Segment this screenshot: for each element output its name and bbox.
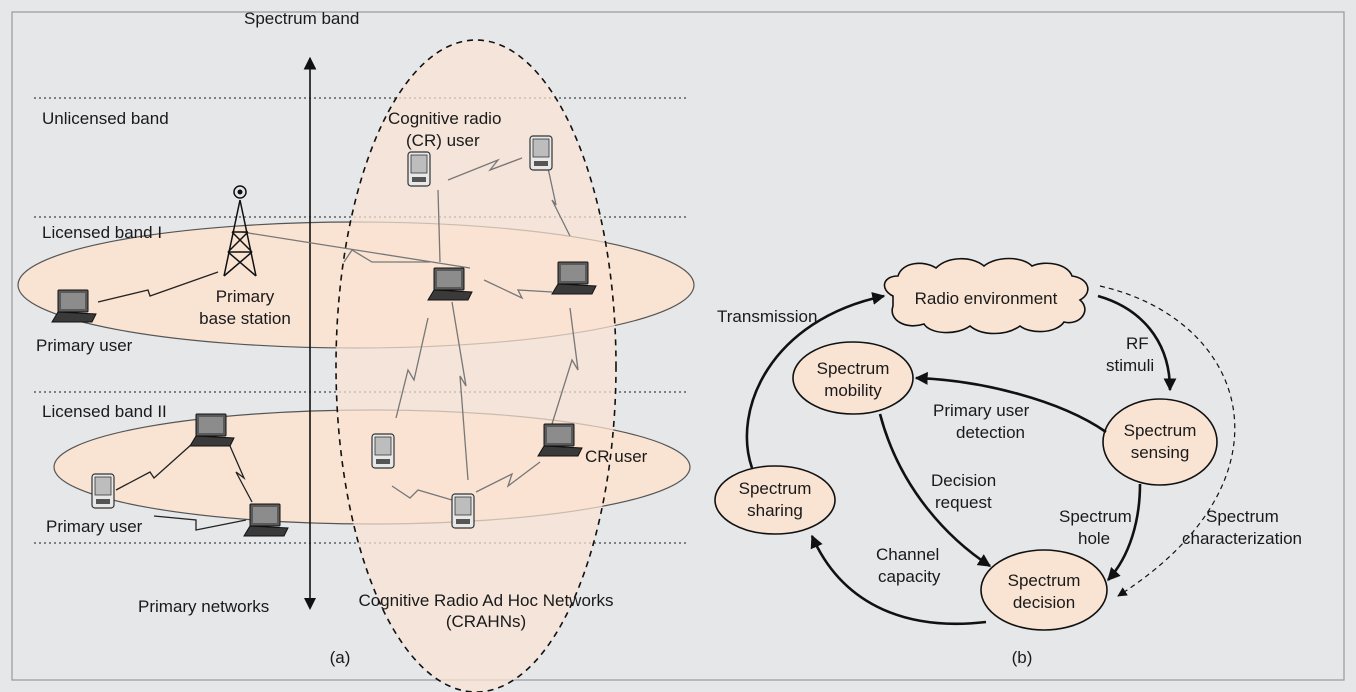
- link: [391, 485, 453, 501]
- cr-pda-icon: [451, 493, 475, 529]
- band-label-unlicensed: Unlicensed band: [42, 109, 169, 128]
- link: [229, 445, 253, 503]
- decision-request-arrow: [878, 413, 992, 568]
- crahn-label-line1: Cognitive Radio Ad Hoc Networks: [358, 591, 613, 610]
- link: [483, 279, 553, 300]
- panel-b: Radio environment Spectrum mobility Spec…: [714, 257, 1302, 667]
- spectrum-mobility-label-line1: Spectrum: [817, 359, 890, 378]
- spectrum-decision-label-line1: Spectrum: [1008, 571, 1081, 590]
- decision-request-label-line1: Decision: [931, 471, 996, 490]
- cr-pda-icon: [407, 151, 431, 187]
- band-label-licensed-2: Licensed band II: [42, 402, 167, 421]
- base-station-label-line1: Primary: [216, 287, 275, 306]
- spectrum-decision-label-line2: decision: [1013, 593, 1075, 612]
- link: [451, 301, 469, 481]
- link: [447, 157, 523, 181]
- spectrum-characterization-label-line2: characterization: [1182, 529, 1302, 548]
- link: [551, 307, 579, 425]
- primary-user-label: Primary user: [36, 336, 133, 355]
- channel-capacity-label-line2: capacity: [878, 567, 941, 586]
- caption-a: (a): [330, 648, 351, 667]
- primary-user-detection-label-line1: Primary user: [933, 401, 1030, 420]
- link: [475, 461, 541, 493]
- spectrum-axis-bottom-arrow: [304, 598, 316, 610]
- decision-request-label-line2: request: [935, 493, 992, 512]
- primary-user-label: Primary user: [46, 517, 143, 536]
- spectrum-hole-label-line2: hole: [1078, 529, 1110, 548]
- primary-user-pda-icon: [91, 473, 115, 509]
- cr-user-label-line1: Cognitive radio: [388, 109, 501, 128]
- band-label-licensed-1: Licensed band I: [42, 223, 162, 242]
- spectrum-sharing-label-line1: Spectrum: [739, 479, 812, 498]
- spectrum-sharing-node: [714, 465, 836, 535]
- spectrum-mobility-label-line2: mobility: [824, 381, 882, 400]
- caption-b: (b): [1012, 648, 1033, 667]
- link: [153, 515, 247, 531]
- transmission-label: Transmission: [717, 307, 817, 326]
- cr-pda-icon: [371, 433, 395, 469]
- link: [547, 167, 571, 237]
- transmission-arrow: [745, 292, 886, 469]
- primary-user-detection-arrow: [914, 371, 1107, 434]
- spectrum-mobility-node: [792, 341, 914, 415]
- radio-environment-cloud: [883, 257, 1089, 335]
- spectrum-sensing-node: [1102, 398, 1218, 486]
- cr-user-label: CR user: [585, 447, 648, 466]
- crahn-boundary: [335, 39, 617, 692]
- spectrum-hole-label-line1: Spectrum: [1059, 507, 1132, 526]
- spectrum-sharing-label-line2: sharing: [747, 501, 803, 520]
- link: [395, 317, 429, 419]
- link: [97, 271, 219, 303]
- panel-a: Spectrum band Unlicensed band Licensed b…: [17, 9, 695, 692]
- link: [343, 249, 430, 263]
- figure-frame: [11, 11, 1345, 681]
- link: [241, 231, 471, 269]
- link: [115, 443, 193, 491]
- radio-environment-label: Radio environment: [915, 289, 1058, 308]
- link: [437, 189, 441, 263]
- spectrum-sensing-label-line1: Spectrum: [1124, 421, 1197, 440]
- rf-stimuli-arrow: [1097, 294, 1177, 392]
- rf-stimuli-label-line2: stimuli: [1106, 356, 1154, 375]
- spectrum-sensing-label-line2: sensing: [1131, 443, 1190, 462]
- channel-capacity-label-line1: Channel: [876, 545, 939, 564]
- spectrum-decision-node: [980, 549, 1108, 631]
- crahn-label-line2: (CRAHNs): [446, 612, 526, 631]
- base-station-label-line2: base station: [199, 309, 291, 328]
- spectrum-characterization-label-line1: Spectrum: [1206, 507, 1279, 526]
- primary-user-detection-label-line2: detection: [956, 423, 1025, 442]
- channel-capacity-arrow: [810, 534, 987, 626]
- axis-label: Spectrum band: [244, 9, 359, 28]
- primary-networks-label: Primary networks: [138, 597, 269, 616]
- spectrum-hole-arrow: [1107, 483, 1142, 581]
- cr-pda-icon: [529, 135, 553, 171]
- base-station-tower-icon: [223, 185, 257, 277]
- cr-user-label-line2: (CR) user: [406, 131, 480, 150]
- rf-stimuli-label-line1: RF: [1126, 334, 1149, 353]
- spectrum-characterization-arrow: [1099, 285, 1236, 597]
